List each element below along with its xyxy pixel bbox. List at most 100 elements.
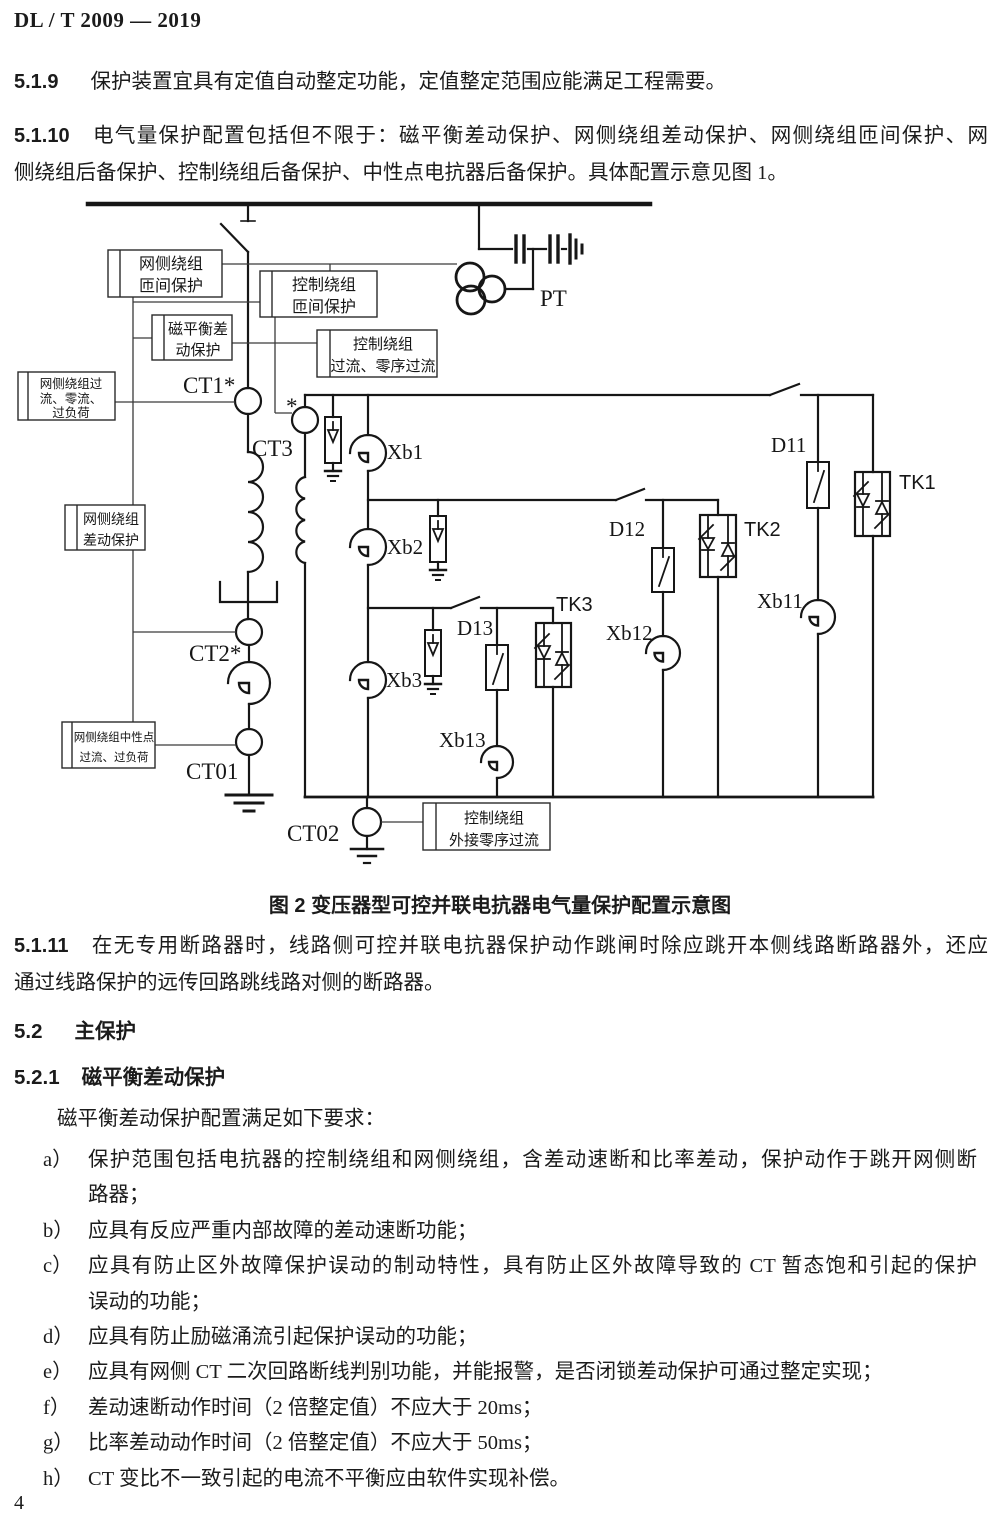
switch-d11	[806, 393, 830, 509]
svg-text:外接零序过流: 外接零序过流	[449, 832, 539, 849]
item-line: 比率差动动作时间（2 倍整定值）不应大于 50ms；	[88, 1432, 543, 1455]
item-label: d）	[43, 1325, 74, 1348]
valve-tk3	[533, 621, 573, 689]
sensor-xb13	[479, 744, 515, 780]
box-grid-interturn-protection: 网侧绕组 匝间保护	[107, 249, 223, 298]
label-d11: D11	[771, 433, 806, 457]
item-label: e）	[43, 1361, 73, 1384]
svg-text:匝间保护: 匝间保护	[139, 277, 203, 295]
box-ctrl-interturn-protection: 控制绕组 匝间保护	[259, 270, 378, 318]
ct-symbol-ct1	[233, 386, 263, 416]
list-item: h） CT 变比不一致引起的电流不平衡应由软件实现补偿。	[43, 1462, 977, 1497]
label-tk2: TK2	[744, 519, 781, 541]
svg-text:匝间保护: 匝间保护	[292, 298, 356, 316]
sensor-xb12	[644, 634, 682, 672]
list-item: f） 差动速断动作时间（2 倍整定值）不应大于 20ms；	[43, 1391, 977, 1426]
switch-d12	[651, 498, 675, 593]
figure-caption: 图 2 变压器型可控并联电抗器电气量保护配置示意图	[268, 895, 732, 917]
svg-text:网侧绕组: 网侧绕组	[83, 512, 139, 528]
item-label: c）	[43, 1255, 73, 1278]
heading-title: 主保护	[74, 1020, 137, 1043]
label-xb11: Xb11	[757, 589, 803, 613]
item-line: 路器；	[88, 1184, 150, 1207]
item-line: 差动速断动作时间（2 倍整定值）不应大于 20ms；	[88, 1396, 543, 1419]
list-item: d） 应具有防止励磁涌流引起保护误动的功能；	[43, 1320, 977, 1355]
label-xb13: Xb13	[439, 728, 486, 752]
ct-symbol-ct02	[349, 795, 385, 865]
heading-title: 磁平衡差动保护	[81, 1066, 226, 1089]
box-grid-diff-protection: 网侧绕组 差动保护	[64, 504, 146, 551]
label-ct01: CT01	[186, 759, 238, 784]
valve-tk1	[852, 470, 892, 538]
valve-tk2	[697, 513, 738, 579]
heading-number: 5.2.1	[14, 1066, 60, 1089]
clause-text: 电气量保护配置包括但不限于：磁平衡差动保护、网侧绕组差动保护、网侧绕组匝间保护、…	[91, 125, 988, 147]
arrester	[423, 606, 443, 695]
cvt-branch	[477, 204, 584, 291]
clause-number: 5.1.10	[14, 125, 70, 147]
list-item: c） 应具有防止区外故障保护误动的制动特性，具有防止区外故障导致的 CT 暂态饱…	[43, 1249, 977, 1320]
svg-text:控制绕组: 控制绕组	[353, 336, 413, 353]
label-d13: D13	[457, 616, 493, 640]
intro-line: 磁平衡差动保护配置满足如下要求：	[57, 1108, 385, 1130]
box-ctrl-overcurrent: 控制绕组 过流、零序过流	[316, 329, 438, 378]
arrester	[428, 498, 448, 581]
paragraph-5-1-10: 5.1.10 电气量保护配置包括但不限于：磁平衡差动保护、网侧绕组差动保护、网侧绕…	[14, 118, 988, 192]
polarity-star: *	[286, 394, 298, 419]
item-line: CT 变比不一致引起的电流不平衡应由软件实现补偿。	[88, 1467, 570, 1490]
svg-text:过负荷: 过负荷	[52, 406, 90, 420]
arrester	[323, 393, 343, 482]
list-item: a） 保护范围包括电抗器的控制绕组和网侧绕组，含差动速断和比率差动，保护动作于跳…	[43, 1143, 977, 1214]
clause-number: 5.1.11	[14, 935, 69, 957]
box-ctrl-zeroseq-protection: 控制绕组 外接零序过流	[422, 802, 551, 851]
label-ct1: CT1*	[183, 373, 235, 398]
item-label: a）	[43, 1149, 73, 1171]
label-tk3: TK3	[556, 594, 593, 616]
svg-text:网侧绕组过: 网侧绕组过	[40, 377, 103, 391]
clause-text: 在无专用断路器时，线路侧可控并联电抗器保护动作跳闸时除应跳开本侧线路断路器外，还…	[90, 935, 988, 957]
pt-symbol	[454, 261, 507, 316]
list-item: b） 应具有反应严重内部故障的差动速断功能；	[43, 1214, 977, 1249]
label-ct3: CT3	[252, 436, 293, 461]
svg-text:磁平衡差: 磁平衡差	[168, 321, 228, 338]
item-line: 保护范围包括电抗器的控制绕组和网侧绕组，含差动速断和比率差动，保护动作于跳开网侧…	[88, 1149, 977, 1171]
clause-line: 通过线路保护的远传回路跳线路对侧的断路器。	[14, 972, 445, 994]
paragraph-5-1-11: 5.1.11 在无专用断路器时，线路侧可控并联电抗器保护动作跳闸时除应跳开本侧线路…	[14, 928, 988, 1002]
protection-wiring	[115, 263, 457, 823]
item-line: 应具有网侧 CT 二次回路断线判别功能，并能报警，是否闭锁差动保护可通过整定实现…	[88, 1361, 883, 1384]
item-label: f）	[43, 1396, 71, 1419]
svg-text:网侧绕组中性点: 网侧绕组中性点	[74, 730, 155, 744]
clause-line: 5.1.10 电气量保护配置包括但不限于：磁平衡差动保护、网侧绕组差动保护、网侧绕…	[14, 118, 988, 155]
sensor-xb11	[799, 598, 837, 636]
svg-text:差动保护: 差动保护	[83, 533, 139, 549]
box-grid-overcurrent: 网侧绕组过 流、零流、 过负荷	[17, 371, 116, 421]
label-xb2: Xb2	[387, 535, 423, 559]
item-line: 应具有防止励磁涌流引起保护误动的功能；	[88, 1325, 478, 1348]
svg-text:控制绕组: 控制绕组	[292, 276, 356, 294]
clause-number: 5.1.9	[14, 71, 59, 93]
ct-symbol-ct01	[234, 727, 264, 757]
item-line: 应具有反应严重内部故障的差动速断功能；	[88, 1219, 478, 1242]
item-line: 误动的功能；	[88, 1290, 211, 1313]
control-winding-coil	[295, 475, 307, 565]
label-ct02: CT02	[287, 821, 339, 846]
disconnector-main	[219, 204, 256, 254]
label-xb12: Xb12	[606, 621, 653, 645]
figure-2-diagram: 网侧绕组 匝间保护 控制绕组 匝间保护 磁平衡差 动保护 控制绕组 过流、零序过…	[17, 201, 936, 865]
list-item: g） 比率差动动作时间（2 倍整定值）不应大于 50ms；	[43, 1426, 977, 1461]
clause-text: 保护装置宜具有定值自动整定功能，定值整定范围应能满足工程需要。	[90, 71, 726, 93]
page-number: 4	[14, 1492, 24, 1514]
sensor-xb1	[348, 433, 388, 473]
switch-top	[768, 382, 801, 397]
sensor-neutral	[226, 660, 272, 706]
svg-text:控制绕组: 控制绕组	[464, 810, 524, 827]
svg-text:过流、过负荷: 过流、过负荷	[80, 750, 149, 764]
box-grid-neutral-protection: 网侧绕组中性点 过流、过负荷	[61, 721, 156, 769]
label-pt: PT	[540, 286, 567, 311]
item-label: b）	[43, 1219, 74, 1242]
ct-symbol-ct3	[290, 405, 320, 435]
item-label: g）	[43, 1432, 74, 1455]
clause-line: 5.1.11 在无专用断路器时，线路侧可控并联电抗器保护动作跳闸时除应跳开本侧线路…	[14, 928, 988, 965]
paragraph-5-1-9: 5.1.9 保护装置宜具有定值自动整定功能，定值整定范围应能满足工程需要。	[14, 64, 988, 101]
svg-text:网侧绕组: 网侧绕组	[139, 255, 203, 273]
